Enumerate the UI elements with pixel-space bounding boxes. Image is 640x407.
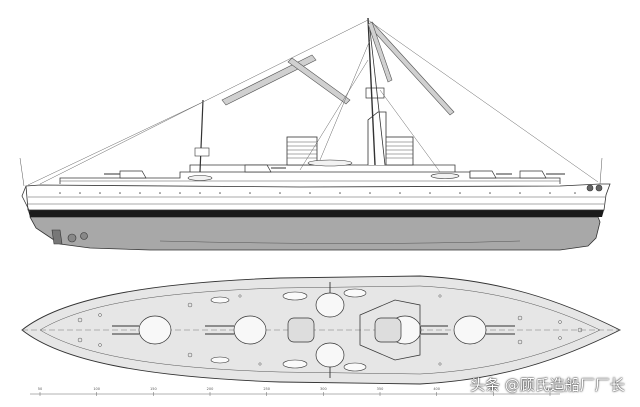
scale-tick-label: 100 <box>93 387 100 391</box>
stern-flagstaff <box>19 157 25 187</box>
boot-topping-band <box>28 210 604 217</box>
aft-mast <box>199 99 204 173</box>
fore-funnel <box>384 136 414 166</box>
scale-tick-label: 400 <box>433 387 440 391</box>
plan-guns <box>112 282 515 378</box>
bow-anchor <box>595 184 603 192</box>
funnel-bands <box>287 141 413 159</box>
ships-boat <box>430 173 460 179</box>
turret-guns <box>104 167 565 175</box>
scale-tick-label: 350 <box>377 387 384 391</box>
aft-mast-top <box>194 147 210 157</box>
plan-aft-funnel <box>287 317 315 343</box>
ships-boat <box>307 159 353 167</box>
main-mast-strut <box>369 29 386 166</box>
jack-staff <box>599 157 603 185</box>
scale-tick-label: 200 <box>207 387 214 391</box>
fore-yard <box>367 21 455 116</box>
bow-anchor <box>586 184 594 192</box>
deck-fittings <box>77 294 583 366</box>
propeller <box>80 232 88 240</box>
side-turrets <box>119 164 547 179</box>
scale-tick-label: 150 <box>150 387 157 391</box>
scale-tick-label: 50 <box>38 387 42 391</box>
deck-plan: 50 100 150 200 250 300 350 400 450 500 <box>21 275 622 396</box>
fore-top <box>365 87 385 99</box>
plan-scale: 50 100 150 200 250 300 350 400 450 500 <box>30 387 560 396</box>
side-profile <box>19 17 611 251</box>
propeller <box>67 233 77 243</box>
bridge-tower <box>367 111 387 165</box>
scale-tick-label: 450 <box>490 387 497 391</box>
scale-tick-label: 500 <box>547 387 554 391</box>
watermark-text: 头条 @顾氏造船厂厂长 <box>470 376 625 394</box>
plan-bridge <box>359 299 421 361</box>
rudder <box>51 229 63 245</box>
stern-walk <box>21 185 31 213</box>
plan-boats <box>210 288 367 372</box>
main-yard <box>221 54 317 106</box>
portholes <box>59 192 576 194</box>
stay-boom <box>367 21 393 83</box>
aft-yard <box>287 57 351 105</box>
scale-tick-label: 250 <box>263 387 270 391</box>
plan-fore-funnel <box>374 317 402 343</box>
scale-tick-label: 300 <box>320 387 327 391</box>
hull-keel-line <box>159 240 521 244</box>
rigging <box>27 19 599 186</box>
lower-hull <box>29 216 601 251</box>
ships-boat <box>187 175 213 181</box>
